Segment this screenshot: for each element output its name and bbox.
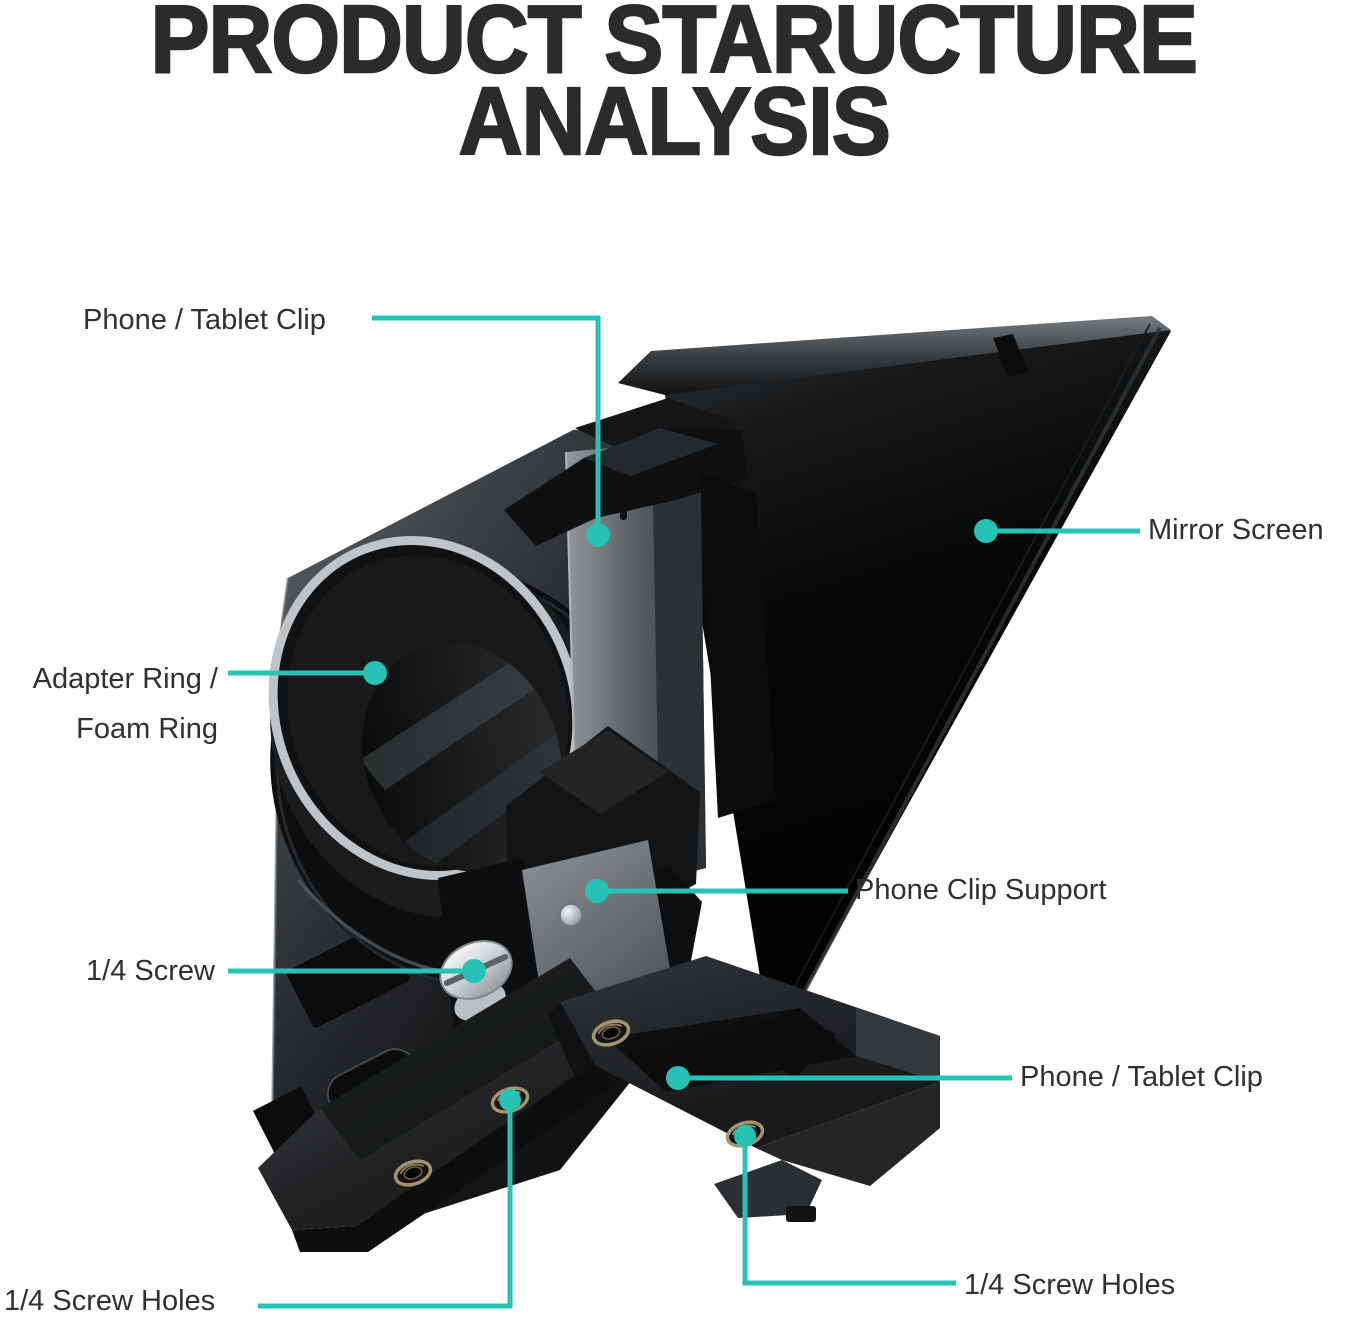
leader-line-screw-holes-left [258, 1108, 513, 1309]
label-screw-holes-left: 1/4 Screw Holes [4, 1285, 216, 1317]
label-phone-tablet-clip-bottom: Phone / Tablet Clip [1020, 1061, 1263, 1093]
leader-dots [363, 519, 998, 1147]
page-title-line1: PRODUCT STARUCTURE [150, 0, 1200, 93]
adapter-ring-shape [268, 536, 657, 986]
mirror-screen-shape [618, 316, 1171, 1050]
base-plate-shape [258, 958, 648, 1252]
leader-lines [228, 315, 1140, 1309]
leader-dot-screw-holes-left [499, 1089, 521, 1111]
leader-dot-adapter-ring [363, 661, 387, 685]
leader-dot-quarter-screw [462, 959, 486, 983]
leader-dot-phone-clip-support [585, 879, 609, 903]
screw-hole [591, 1019, 631, 1047]
label-adapter-ring-line1: Adapter Ring / [32, 663, 218, 695]
leader-dot-screw-holes-right [734, 1125, 756, 1147]
bezel-notch [993, 334, 1028, 377]
metal-pin [559, 903, 583, 927]
label-screw-holes-right: 1/4 Screw Holes [964, 1269, 1176, 1301]
mirror-top-bezel [618, 316, 1171, 395]
leader-line-phone-tablet-clip-top [372, 315, 601, 530]
label-mirror-screen: Mirror Screen [1148, 514, 1324, 546]
label-adapter-ring-line2: Foam Ring [76, 713, 218, 745]
label-quarter-screw: 1/4 Screw [86, 955, 215, 987]
page-title-line2: ANALYSIS [457, 68, 891, 175]
label-adapter-ring: Adapter Ring / Foam Ring [8, 654, 218, 754]
label-phone-clip-support: Phone Clip Support [855, 874, 1107, 906]
leader-line-screw-holes-right [742, 1142, 956, 1286]
leader-dot-phone-tablet-clip-bottom [666, 1066, 690, 1090]
label-phone-tablet-clip-top: Phone / Tablet Clip [83, 304, 326, 336]
screw-hole [393, 1159, 433, 1187]
leader-dot-mirror-screen [974, 519, 998, 543]
leader-dot-phone-tablet-clip-top [586, 523, 610, 547]
